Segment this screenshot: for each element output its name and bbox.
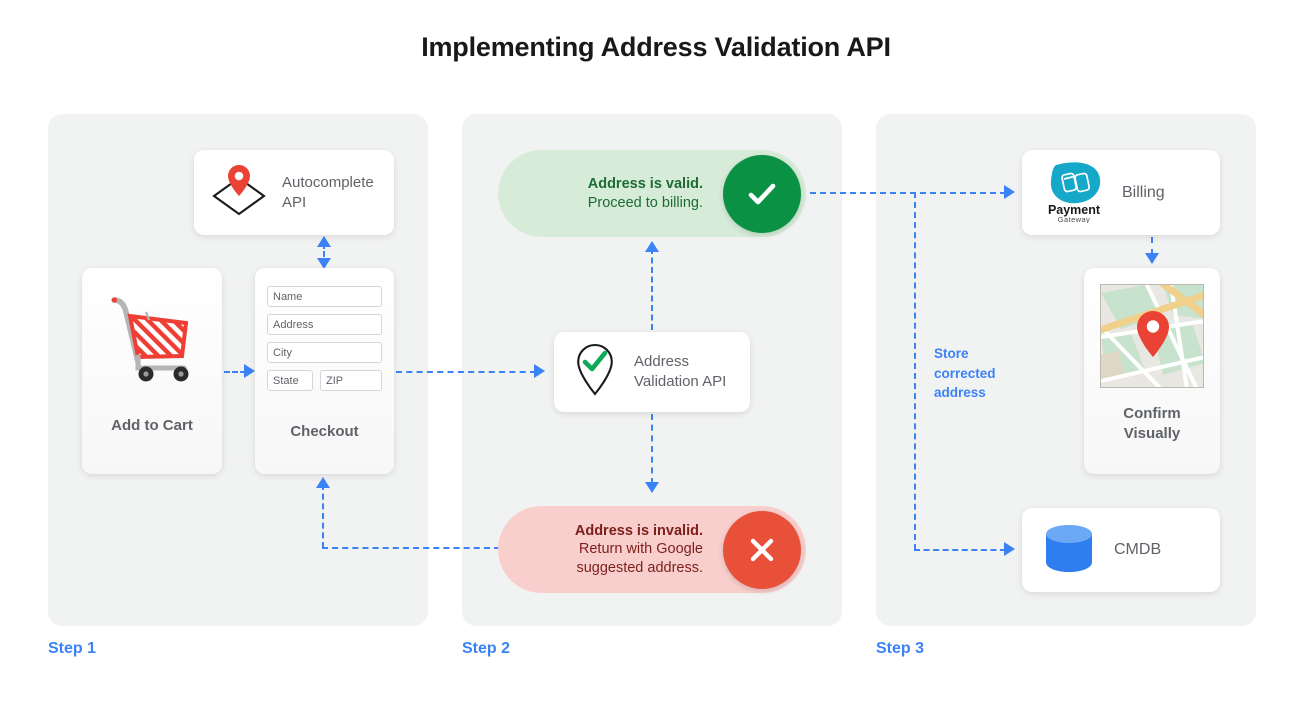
autocomplete-api-label: Autocomplete API	[282, 173, 374, 211]
arrowhead-down-checkout	[317, 258, 331, 269]
arrowhead-validation-to-invalid	[645, 482, 659, 493]
arrowhead-cart-to-checkout	[244, 364, 255, 378]
connector-store-branch-to-cmdb	[914, 549, 1006, 551]
address-invalid-subtitle-line2: suggested address.	[576, 559, 703, 576]
svg-text:Payment: Payment	[1048, 203, 1101, 217]
billing-card[interactable]: Payment Gateway Billing	[1022, 150, 1220, 235]
arrowhead-billing-to-confirm	[1145, 253, 1159, 264]
city-field[interactable]: City	[267, 342, 382, 363]
connector-billing-to-confirm	[1151, 237, 1153, 255]
address-invalid-title: Address is invalid.	[574, 522, 703, 539]
address-field[interactable]: Address	[267, 314, 382, 335]
arrowhead-valid-to-billing	[1004, 185, 1015, 199]
connector-cart-to-checkout	[224, 371, 246, 373]
arrowhead-checkout-to-validation	[534, 364, 545, 378]
arrowhead-invalid-return-to-checkout	[316, 477, 330, 488]
cmdb-label: CMDB	[1114, 541, 1162, 558]
confirm-visually-label: Confirm Visually	[1123, 405, 1181, 442]
cmdb-card[interactable]: CMDB	[1022, 508, 1220, 592]
payment-gateway-logo: Payment Gateway	[1036, 157, 1112, 228]
connector-validation-to-invalid	[651, 414, 653, 484]
step-2-label: Step 2	[462, 640, 511, 657]
address-invalid-pill[interactable]: Address is invalid. Return with Google s…	[498, 506, 806, 593]
state-field[interactable]: State	[267, 370, 313, 391]
arrowhead-up-autocomplete	[317, 236, 331, 247]
close-icon	[723, 510, 801, 589]
add-to-cart-card[interactable]: Add to Cart	[82, 268, 222, 474]
checkout-card[interactable]: Name Address City State ZIP Checkout	[255, 268, 394, 474]
pin-check-icon	[570, 341, 620, 404]
map-pin-diamond-icon	[208, 162, 270, 223]
connector-autocomplete-checkout	[323, 243, 325, 265]
connector-checkout-to-validation	[396, 371, 536, 373]
autocomplete-api-card[interactable]: Autocomplete API	[194, 150, 394, 235]
address-valid-title: Address is valid.	[587, 175, 703, 192]
address-invalid-subtitle-line1: Return with Google	[578, 541, 703, 558]
address-valid-pill[interactable]: Address is valid. Proceed to billing.	[498, 150, 806, 237]
connector-validation-to-valid	[651, 248, 653, 330]
check-icon	[723, 154, 801, 233]
connector-invalid-return-horizontal	[322, 547, 500, 549]
add-to-cart-label: Add to Cart	[111, 417, 193, 434]
arrowhead-store-to-cmdb	[1004, 542, 1015, 556]
arrowhead-validation-to-valid	[645, 241, 659, 252]
page-title: Implementing Address Validation API	[421, 32, 891, 62]
connector-invalid-return-vertical	[322, 484, 324, 548]
confirm-visually-card[interactable]: Confirm Visually	[1084, 268, 1220, 474]
address-invalid-text: Address is invalid. Return with Google s…	[575, 522, 723, 578]
map-thumbnail-icon	[1100, 284, 1204, 388]
svg-text:Gateway: Gateway	[1058, 215, 1090, 223]
store-corrected-address-annotation: Store corrected address	[934, 346, 996, 401]
connector-valid-to-billing	[810, 192, 1006, 194]
address-valid-text: Address is valid. Proceed to billing.	[588, 175, 723, 212]
name-field[interactable]: Name	[267, 286, 382, 307]
step-3-label: Step 3	[876, 640, 925, 657]
address-valid-subtitle: Proceed to billing.	[587, 194, 703, 211]
address-validation-api-card[interactable]: Address Validation API	[554, 332, 750, 412]
checkout-label: Checkout	[290, 423, 359, 440]
shopping-cart-icon	[102, 290, 202, 391]
database-cylinder-icon	[1042, 522, 1096, 579]
step-1-label: Step 1	[48, 640, 97, 657]
zip-field[interactable]: ZIP	[320, 370, 382, 391]
connector-store-branch-vertical	[914, 192, 916, 550]
billing-label: Billing	[1122, 183, 1165, 201]
address-validation-api-label: Address Validation API	[634, 353, 727, 390]
